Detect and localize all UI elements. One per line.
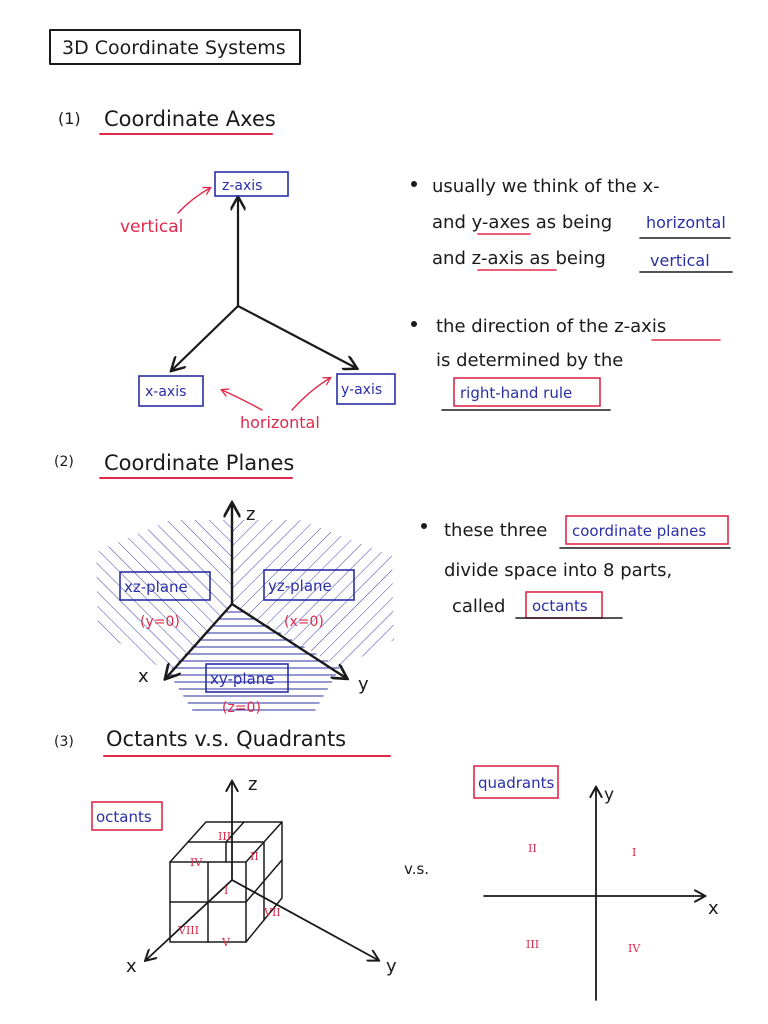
quadrants-y-label: y bbox=[604, 785, 614, 805]
octants-z-label: z bbox=[248, 774, 257, 795]
octant-numeral-6: V bbox=[221, 936, 231, 949]
vs-label: v.s. bbox=[404, 860, 429, 878]
quadrants-diagram: quadrants y x I II III IV bbox=[473, 765, 719, 1001]
quadrant-numeral-2: II bbox=[528, 842, 537, 855]
y-axis-line bbox=[236, 304, 356, 368]
yz-plane-label: yz-plane bbox=[268, 577, 332, 595]
section-1-heading: Coordinate Axes bbox=[104, 107, 276, 131]
bullet-2-line-2: is determined by the bbox=[436, 350, 623, 371]
octant-numeral-7: VIII bbox=[177, 924, 199, 937]
octants-label: octants bbox=[96, 808, 152, 826]
bullet-1-line-1: usually we think of the x- bbox=[432, 176, 660, 197]
octants-term: octants bbox=[532, 597, 588, 615]
bullet-1-vertical: vertical bbox=[650, 251, 710, 270]
quadrant-numeral-1: I bbox=[632, 846, 636, 859]
bullet-3-line-3: called bbox=[452, 596, 505, 617]
octants-y-label: y bbox=[386, 956, 397, 977]
octant-numeral-5: VII bbox=[263, 906, 281, 919]
right-hand-rule: right-hand rule bbox=[460, 384, 572, 402]
section-3-heading: Octants v.s. Quadrants bbox=[106, 727, 346, 751]
vertical-label: vertical bbox=[120, 217, 183, 237]
quadrants-label: quadrants bbox=[478, 774, 554, 792]
bullet-1-line-2: and y-axes as being bbox=[432, 212, 612, 233]
octant-numeral-4: I bbox=[224, 884, 228, 897]
quadrant-numeral-4: IV bbox=[628, 942, 641, 955]
section-2-heading: Coordinate Planes bbox=[104, 451, 294, 475]
section-2-bullet: these three coordinate planes divide spa… bbox=[421, 515, 731, 619]
bullet-3-line-1: these three bbox=[444, 520, 547, 541]
z-axis-label: z-axis bbox=[222, 178, 262, 194]
planes-x-label: x bbox=[138, 666, 149, 687]
octant-numeral-2: II bbox=[250, 850, 259, 863]
axes-diagram: z-axis x-axis y-axis vertical horizontal bbox=[120, 171, 396, 432]
coordinate-planes-term: coordinate planes bbox=[572, 522, 706, 540]
xz-plane-label: xz-plane bbox=[124, 578, 188, 596]
xy-plane-equation: (z=0) bbox=[222, 700, 261, 716]
bullet-3-line-2: divide space into 8 parts, bbox=[444, 560, 672, 581]
bullet-2-line-1: the direction of the z-axis bbox=[436, 316, 666, 337]
section-3-number: (3) bbox=[54, 734, 74, 750]
bullet-1-horizontal: horizontal bbox=[646, 213, 726, 232]
octant-numeral-3: IV bbox=[190, 856, 203, 869]
section-2-number: (2) bbox=[54, 454, 74, 470]
section-1-bullets: usually we think of the x- and y-axes as… bbox=[411, 176, 733, 411]
quadrants-x-label: x bbox=[708, 898, 719, 919]
y-axis-label: y-axis bbox=[341, 382, 382, 398]
yz-plane-equation: (x=0) bbox=[284, 614, 324, 630]
horizontal-label: horizontal bbox=[240, 413, 320, 432]
planes-diagram: z x y xz-plane (y=0) yz-plane (x=0) xy-p… bbox=[96, 504, 394, 716]
octants-diagram: octants z x y III II IV I VII V VIII bbox=[91, 774, 397, 977]
xy-plane-label: xy-plane bbox=[210, 670, 275, 688]
octants-x-label: x bbox=[126, 956, 137, 977]
bullet-1-line-3: and z-axis as being bbox=[432, 248, 606, 269]
section-1-number: (1) bbox=[58, 109, 81, 128]
x-axis-label: x-axis bbox=[145, 384, 186, 400]
title-box: 3D Coordinate Systems bbox=[49, 29, 301, 65]
page-title: 3D Coordinate Systems bbox=[62, 37, 286, 59]
xz-plane-equation: (y=0) bbox=[140, 614, 180, 630]
quadrant-numeral-3: III bbox=[526, 938, 539, 951]
octant-numeral-1: III bbox=[218, 830, 231, 843]
planes-y-label: y bbox=[358, 674, 369, 695]
x-axis-line bbox=[172, 304, 240, 370]
planes-z-label: z bbox=[246, 504, 255, 525]
